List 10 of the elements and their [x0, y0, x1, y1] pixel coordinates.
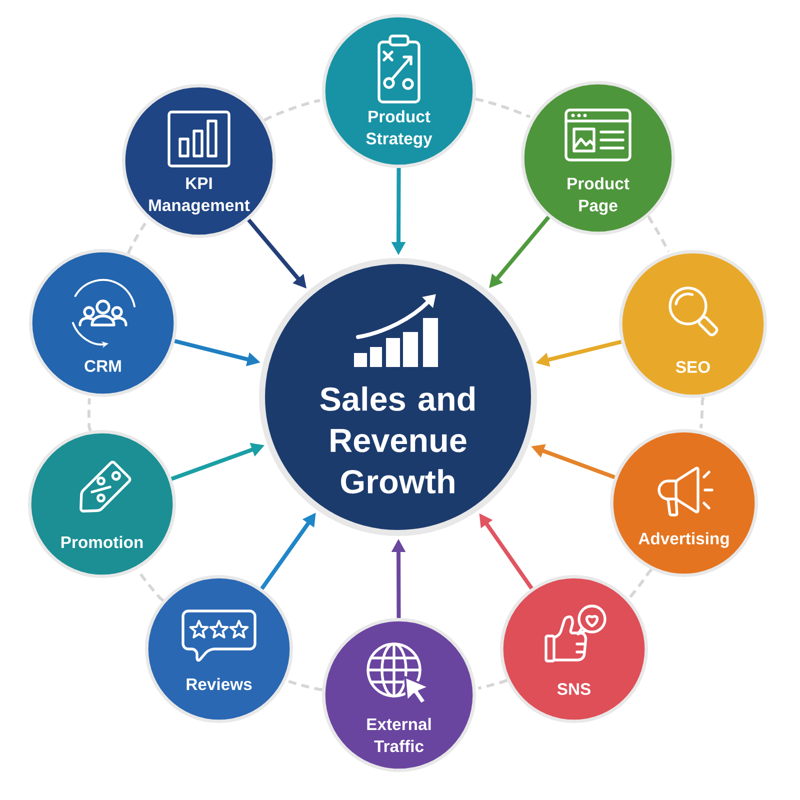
- dashed-arc: [478, 678, 508, 690]
- dashed-arc: [629, 568, 653, 598]
- dashed-arc: [87, 398, 92, 432]
- dashed-arc: [647, 215, 670, 252]
- dashed-arc: [475, 98, 530, 118]
- dashed-arc: [126, 220, 148, 254]
- dashed-arc: [138, 570, 164, 602]
- dashed-arc: [288, 680, 322, 692]
- dashed-arc: [699, 396, 705, 429]
- dashed-arc: [264, 99, 320, 122]
